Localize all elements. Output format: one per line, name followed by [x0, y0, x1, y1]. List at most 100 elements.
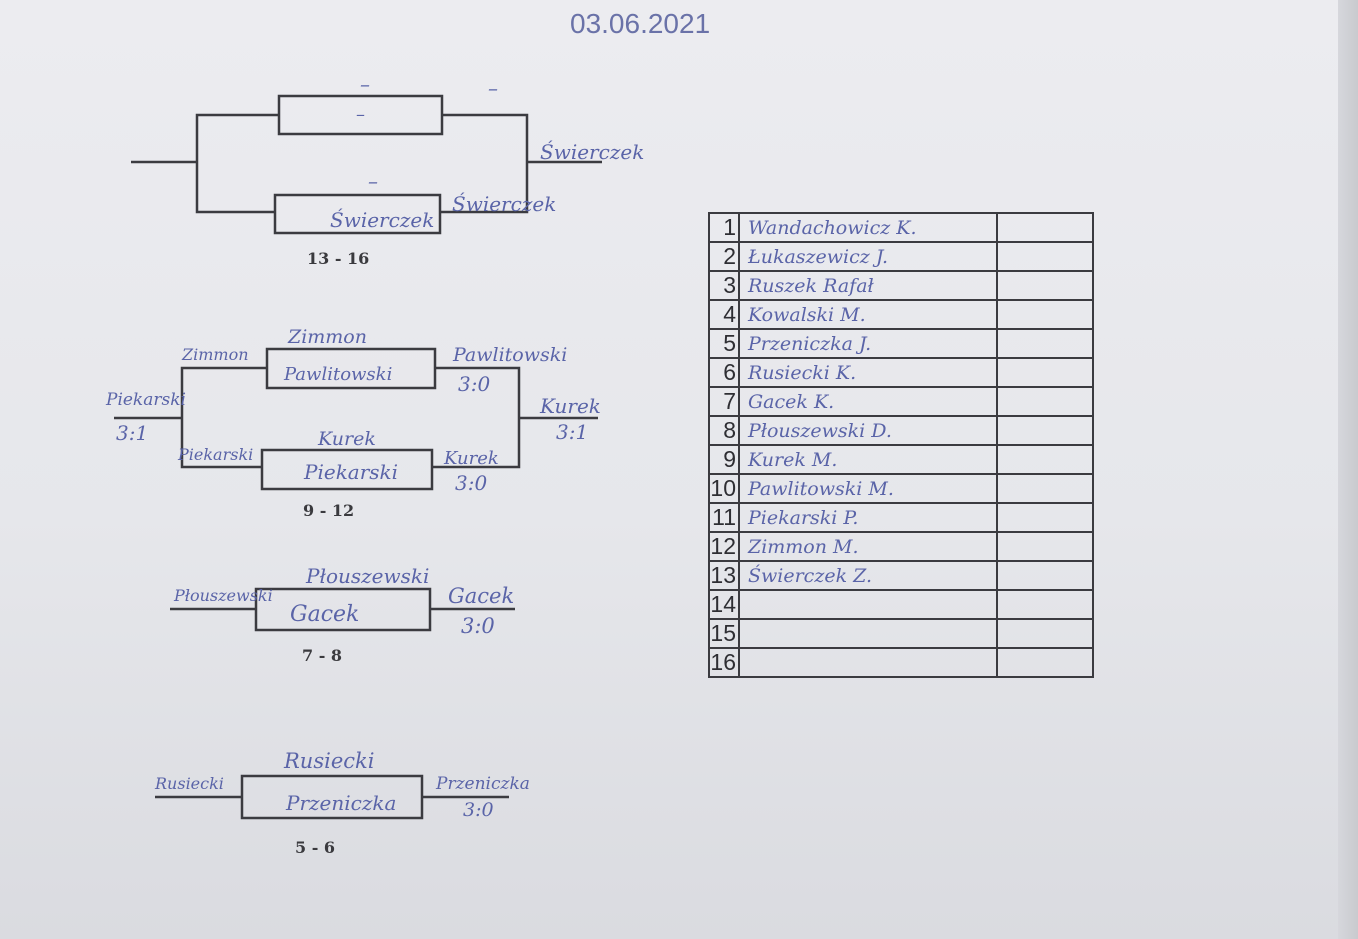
b7-upper: Płouszewski [306, 564, 430, 588]
b5-6-label: 5 - 6 [295, 838, 336, 857]
standings-place: 12 [708, 531, 740, 562]
standings-place: 16 [708, 647, 740, 678]
b13-right-connector [440, 113, 529, 214]
standings-blank-cell [996, 415, 1094, 446]
standings-blank-cell [996, 531, 1094, 562]
b9-loser-score: 3:1 [116, 421, 149, 445]
standings-place: 2 [708, 241, 740, 272]
standings-blank-cell [996, 328, 1094, 359]
standings-place: 13 [708, 560, 740, 591]
standings-player-name: Kowalski M. [738, 299, 998, 330]
standings-player-name: Rusiecki K. [738, 357, 998, 388]
b13-bottom-winner: Świerczek [452, 192, 557, 216]
standings-place: 5 [708, 328, 740, 359]
standings-player-name: Pawlitowski M. [738, 473, 998, 504]
standings-blank-cell [996, 473, 1094, 504]
b5-score: 3:0 [463, 799, 494, 821]
standings-player-name: Łukaszewicz J. [738, 241, 998, 272]
b7-winner: Gacek [448, 584, 515, 608]
standings-player-name [738, 647, 998, 678]
standings-row: 16 [708, 647, 1094, 678]
b9-top-score: 3:0 [458, 372, 491, 396]
b9-top-upper: Zimmon [288, 326, 367, 348]
b7-8-label: 7 - 8 [302, 646, 343, 665]
standings-blank-cell [996, 618, 1094, 649]
standings-player-name [738, 589, 998, 620]
b9-top-winner: Pawlitowski [453, 344, 568, 366]
b9-bottom-left: Piekarski [178, 445, 254, 464]
standings-blank-cell [996, 386, 1094, 417]
standings-player-name: Przeniczka J. [738, 328, 998, 359]
standings-place: 1 [708, 212, 740, 243]
standings-place: 4 [708, 299, 740, 330]
b5-winner: Przeniczka [436, 774, 530, 794]
b9-bottom-upper: Kurek [318, 428, 376, 450]
b9-loser-winner: Piekarski [106, 390, 186, 410]
standings-place: 10 [708, 473, 740, 504]
b9-bottom-winner: Kurek [444, 448, 499, 469]
standings-place: 7 [708, 386, 740, 417]
b5-left: Rusiecki [155, 774, 224, 793]
b9-top-box-text: Pawlitowski [284, 364, 393, 385]
b7-box-text: Gacek [290, 602, 360, 627]
standings-blank-cell [996, 270, 1094, 301]
standings-place: 3 [708, 270, 740, 301]
b13-top-slot-mark: – [360, 72, 370, 96]
b13-top-winner-mark: – [488, 76, 498, 100]
b9-final-winner: Kurek [540, 394, 601, 418]
b7-left: Płouszewski [174, 586, 273, 605]
standings-blank-cell [996, 241, 1094, 272]
b9-12-label: 9 - 12 [303, 501, 355, 520]
standings-player-name: Płouszewski D. [738, 415, 998, 446]
standings-place: 15 [708, 618, 740, 649]
standings-player-name: Świerczek Z. [738, 560, 998, 591]
b9-bottom-score: 3:0 [455, 471, 488, 495]
standings-blank-cell [996, 589, 1094, 620]
standings-player-name: Kurek M. [738, 444, 998, 475]
b13-bottom-box [273, 193, 442, 235]
standings-place: 9 [708, 444, 740, 475]
standings-blank-cell [996, 212, 1094, 243]
standings-blank-cell [996, 647, 1094, 678]
standings-blank-cell [996, 502, 1094, 533]
standings-blank-cell [996, 560, 1094, 591]
b13-top-box-text: – [356, 104, 365, 125]
standings-row: 15 [708, 618, 1094, 649]
b9-final-score: 3:1 [556, 420, 589, 444]
b13-left-connector [195, 113, 279, 214]
b9-top-left: Zimmon [182, 345, 249, 364]
b5-upper: Rusiecki [284, 749, 375, 773]
standings-blank-cell [996, 444, 1094, 475]
standings-player-name: Piekarski P. [738, 502, 998, 533]
standings-place: 8 [708, 415, 740, 446]
standings-player-name: Gacek K. [738, 386, 998, 417]
standings-player-name: Zimmon M. [738, 531, 998, 562]
b13-bottom-slot-mark: – [368, 169, 378, 193]
b9-bottom-box-text: Piekarski [304, 460, 399, 484]
paper-edge [1338, 0, 1358, 939]
b9-bottom-box [260, 448, 434, 491]
b13-final-winner: Świerczek [540, 140, 645, 164]
b13-16-label: 13 - 16 [307, 249, 370, 268]
standings-player-name [738, 618, 998, 649]
standings-blank-cell [996, 357, 1094, 388]
b5-box-text: Przeniczka [286, 791, 397, 815]
standings-place: 6 [708, 357, 740, 388]
standings-place: 11 [708, 502, 740, 533]
b13-bottom-box-text: Świerczek [330, 208, 435, 232]
